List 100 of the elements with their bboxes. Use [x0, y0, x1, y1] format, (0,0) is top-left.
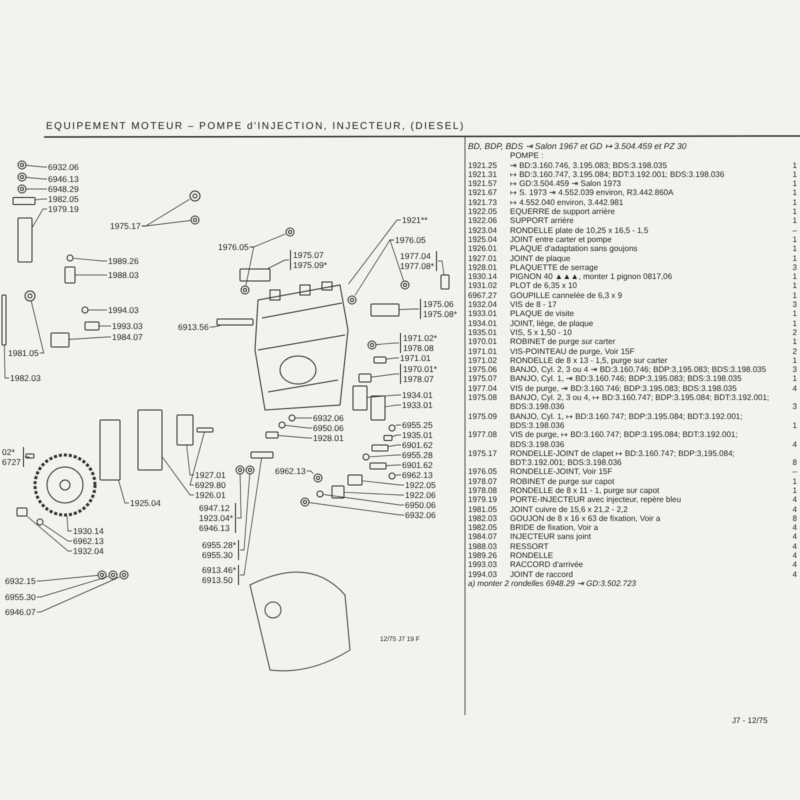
callout-number: 1978.07: [403, 374, 435, 384]
quantity: 1: [792, 216, 798, 226]
leader-line: [240, 458, 262, 576]
callout-number: 1970.01*: [403, 364, 438, 374]
quantity: 4: [792, 560, 798, 570]
part-description: PLAQUE de visite: [509, 309, 576, 319]
quantity: 1: [792, 476, 798, 486]
part-number: 1934.01: [467, 318, 498, 328]
callout-number: 1993.03: [112, 321, 143, 331]
part-drawing: [372, 444, 388, 452]
callout-number: 1984.07: [112, 332, 143, 342]
table-heading: BD, BDP, BDS ⇥ Salon 1967 et GD ↦ 3.504.459 et PZ 30: [467, 142, 688, 152]
washer-drawing: [300, 498, 310, 506]
page-title: EQUIPEMENT MOTEUR – POMPE d'INJECTION, INJECTEUR, (DIESEL): [46, 121, 465, 132]
leader-line: [323, 494, 404, 506]
washer-drawing: [246, 466, 254, 474]
washer-drawing: [288, 414, 296, 422]
callout-number: 1975.09*: [293, 260, 328, 270]
leader-line: [278, 435, 312, 438]
part-drawing: [440, 274, 450, 290]
callout-number: 1976.05: [395, 235, 426, 245]
washer-drawing: [18, 160, 26, 170]
callout-number: 1971.02*: [403, 333, 438, 343]
quantity: 4: [792, 542, 798, 552]
quantity: 3: [792, 401, 798, 412]
part-drawing: [2, 294, 6, 346]
part-description: ↦ GD:3.504.459 ⇥ Salon 1973: [509, 179, 622, 188]
quantity: 1: [792, 337, 798, 347]
leader-line: [43, 524, 72, 542]
part-drawing: [12, 197, 36, 205]
leader-line: [386, 358, 400, 360]
callout-number: 1976.05: [218, 242, 249, 252]
part-number: 1977.08: [467, 430, 498, 442]
quantity: 3: [792, 262, 798, 272]
callout-number: 1925.04: [130, 498, 161, 508]
leader-line: [26, 165, 48, 168]
part-description: PIGNON 40 ▲▲▲, monter 1 pignon 0817,06: [509, 272, 674, 282]
part-number: 1932.04: [467, 300, 498, 310]
part-number: 1921.57: [467, 179, 498, 188]
part-drawing: [176, 414, 194, 446]
part-description: JOINT entre carter et pompe: [509, 234, 613, 244]
leader-line: [4, 345, 10, 378]
part-number: 1921.67: [467, 188, 498, 198]
leader-line: [36, 576, 120, 612]
callout-bracket: [0, 447, 24, 467]
callout-number: 6913.50: [202, 575, 234, 585]
washer-drawing: [108, 570, 118, 580]
part-number: 1975.07: [467, 374, 498, 384]
leader-line: [26, 188, 48, 190]
part-description: BRIDE de fixation, Voir a: [509, 523, 600, 532]
washer-drawing: [362, 454, 370, 460]
leader-line: [141, 220, 191, 226]
callout-number: 6901.62: [402, 460, 433, 470]
part-number: 1982.05: [467, 523, 498, 532]
part-number: 1977.04: [467, 384, 498, 394]
washer-drawing: [286, 228, 294, 236]
leader-line: [35, 198, 48, 200]
leader-line: [388, 444, 402, 447]
leader-line: [36, 576, 109, 598]
callout-number: 1927.01: [195, 470, 226, 480]
callout-number: 6913.56: [178, 322, 209, 332]
callout-number: 1923.04*: [199, 513, 234, 523]
washer-drawing: [120, 570, 128, 580]
callout-number: 6955.30: [5, 592, 36, 602]
quantity: 4: [792, 523, 798, 532]
part-drawing: [84, 322, 100, 330]
part-number: 1933.01: [467, 309, 498, 319]
part-drawing: [26, 454, 34, 458]
callout-number: 6932.06: [405, 510, 436, 520]
callout-bracket: [400, 333, 440, 353]
callout-number: 1926.01: [195, 490, 226, 500]
leader-line: [438, 260, 444, 275]
part-number: 1970.01: [467, 337, 498, 347]
part-drawing: [384, 435, 392, 441]
part-description: ↦ S. 1973 ⇥ 4.552.039 environ, R3.442.860A: [509, 188, 674, 198]
leader-line: [118, 480, 130, 504]
part-number: 1988.03: [467, 542, 498, 552]
part-description: RONDELLE de 8 x 11 - 1, purge sur capot: [509, 486, 660, 496]
callout-number: 6932.06: [313, 413, 344, 423]
leader-line: [26, 177, 48, 180]
callout-number: 6955.30: [202, 550, 234, 560]
callout-number: 6962.13: [275, 466, 306, 476]
group-heading: POMPE :: [509, 151, 544, 161]
quantity: 8: [792, 514, 798, 524]
washer-drawing: [240, 286, 250, 294]
callout-bracket: [400, 364, 440, 384]
part-description: RONDELLE-JOINT de clapet ↦ BD:3.160.747; BDP:3,195.084; BDT:3.192.001; BDS:3.198.036: [509, 448, 736, 468]
part-description: INJECTEUR sans joint: [509, 532, 592, 542]
quantity: 2: [792, 328, 798, 338]
part-number: 1976.05: [467, 467, 498, 477]
leader-line: [73, 258, 108, 262]
quantity: 8: [792, 457, 798, 468]
callout-number: 1977.04: [400, 251, 432, 261]
callout-number: 1979.19: [48, 204, 79, 214]
part-drawing: [332, 486, 344, 498]
washer-drawing: [400, 280, 410, 290]
leader-line: [385, 404, 402, 408]
part-description: ROBINET de purge sur capot: [509, 476, 616, 486]
callout-number: 1989.26: [108, 256, 139, 266]
part-description: ↦ 4.552.040 environ, 3.442.981: [509, 198, 624, 208]
